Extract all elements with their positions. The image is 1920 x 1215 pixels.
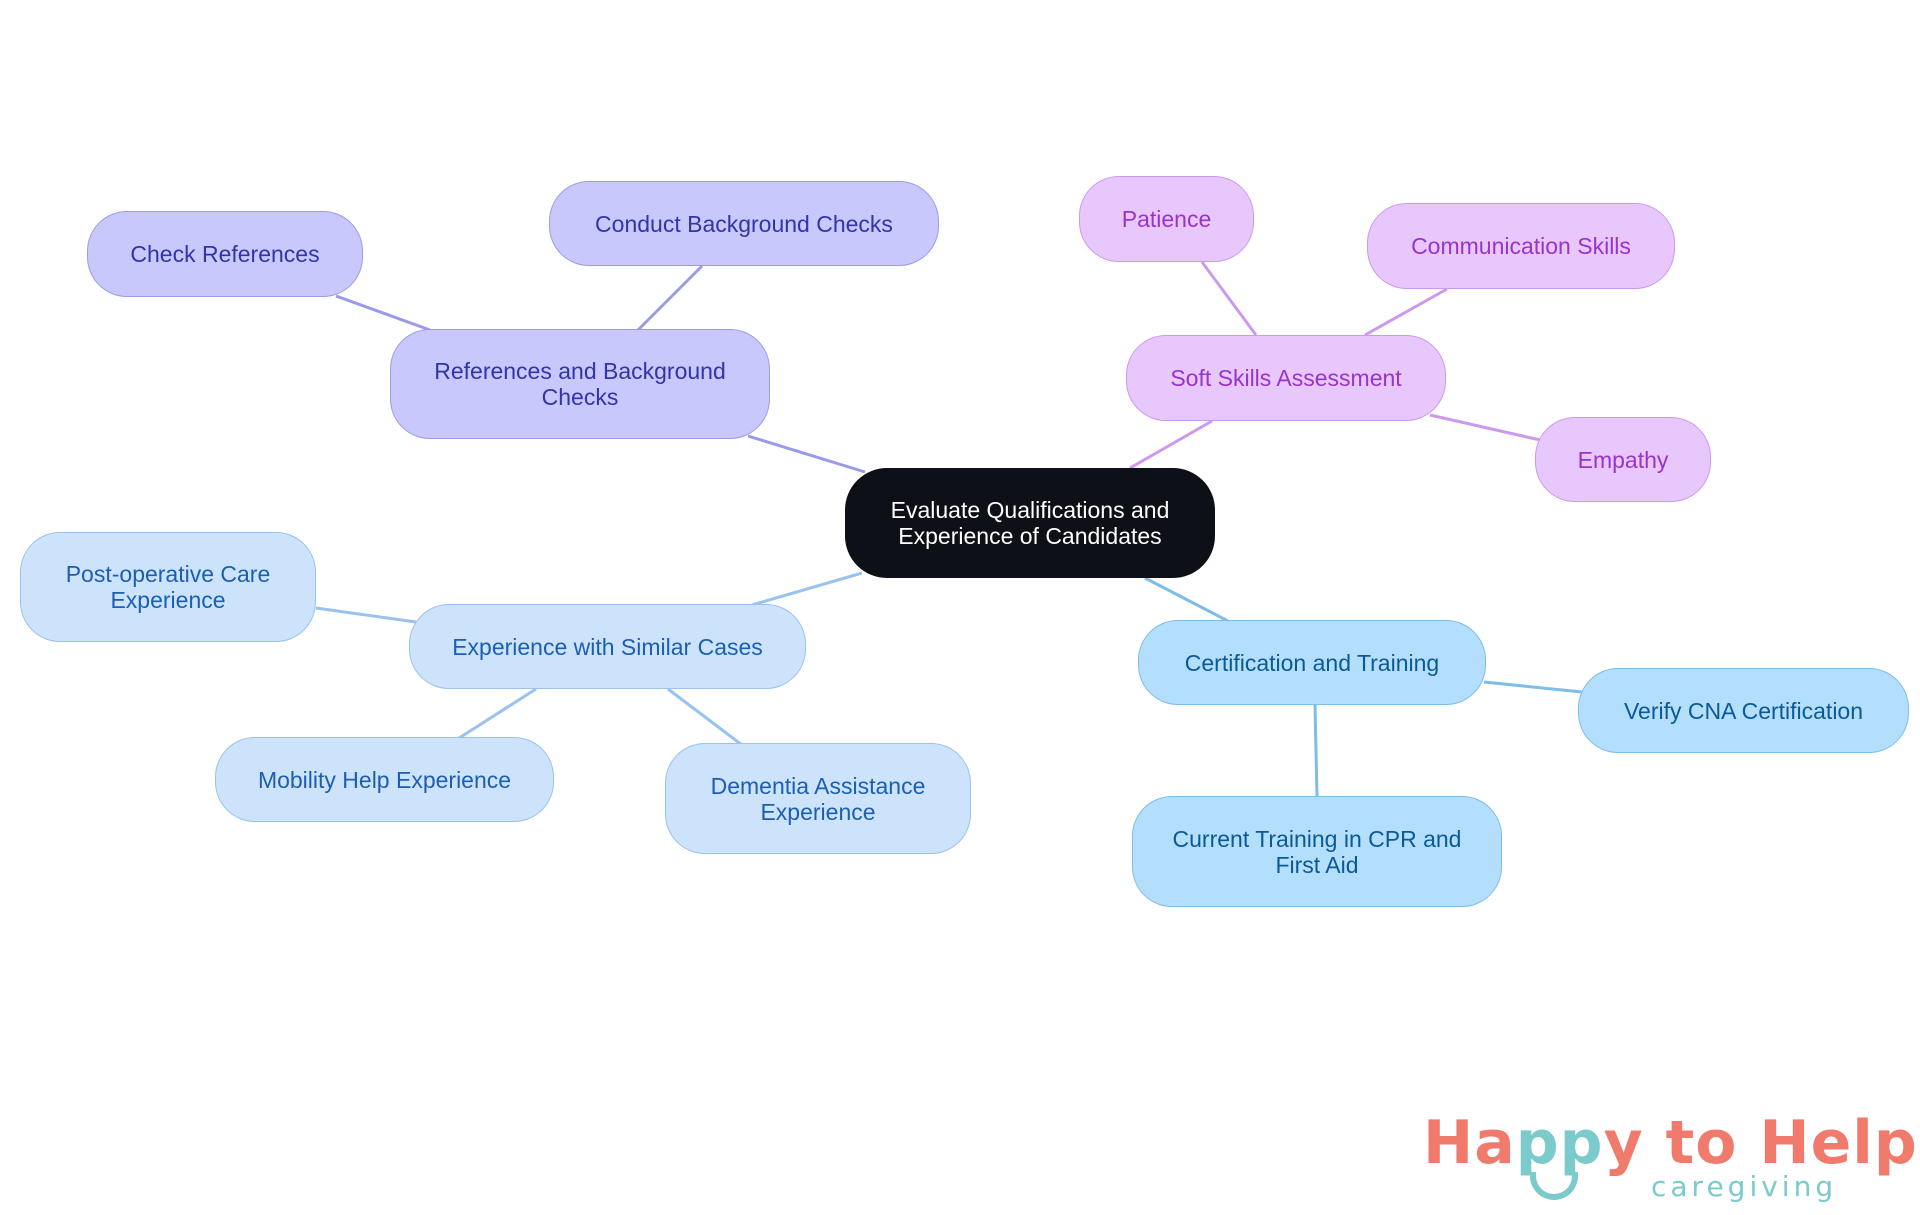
leaf-post-operative-care[interactable]: Post-operative Care Experience [20,532,316,642]
leaf-communication-skills[interactable]: Communication Skills [1367,203,1675,289]
branch-label: Soft Skills Assessment [1170,365,1402,391]
logo-text-1: Ha [1423,1108,1516,1178]
leaf-label: Conduct Background Checks [595,210,893,237]
branch-soft-skills-assessment[interactable]: Soft Skills Assessment [1126,335,1446,421]
company-logo: Happy to Help caregiving [1423,1108,1917,1208]
leaf-mobility-help[interactable]: Mobility Help Experience [215,737,554,822]
logo-wordmark: Happy to Help [1423,1108,1918,1178]
leaf-label: Dementia Assistance Experience [710,772,926,825]
branch-label: Experience with Similar Cases [452,633,763,660]
leaf-label: Current Training in CPR and First Aid [1172,825,1462,878]
leaf-empathy[interactable]: Empathy [1535,417,1711,502]
logo-text-2: pp [1515,1108,1604,1178]
leaf-label: Patience [1121,206,1212,232]
branch-references-background-checks[interactable]: References and Background Checks [390,329,770,439]
branch-label: Certification and Training [1184,649,1440,676]
branch-experience-similar-cases[interactable]: Experience with Similar Cases [409,604,806,689]
leaf-label: Check References [130,241,320,267]
leaf-label: Communication Skills [1411,233,1631,259]
smile-icon [1530,1172,1578,1200]
leaf-patience[interactable]: Patience [1079,176,1254,262]
leaf-verify-cna[interactable]: Verify CNA Certification [1578,668,1909,753]
leaf-dementia-assistance[interactable]: Dementia Assistance Experience [665,743,971,854]
leaf-label: Empathy [1577,446,1669,473]
leaf-label: Mobility Help Experience [257,766,512,793]
leaf-cpr-first-aid[interactable]: Current Training in CPR and First Aid [1132,796,1502,907]
logo-subtitle: caregiving [1651,1170,1838,1203]
leaf-conduct-background-checks[interactable]: Conduct Background Checks [549,181,939,266]
leaf-check-references[interactable]: Check References [87,211,363,297]
root-node[interactable]: Evaluate Qualifications and Experience o… [845,468,1215,578]
leaf-label: Verify CNA Certification [1623,697,1864,724]
leaf-label: Post-operative Care Experience [65,561,271,613]
branch-certification-training[interactable]: Certification and Training [1138,620,1486,705]
logo-text-3: y to Help [1603,1108,1918,1178]
branch-label: References and Background Checks [434,358,726,410]
root-label: Evaluate Qualifications and Experience o… [890,497,1170,549]
